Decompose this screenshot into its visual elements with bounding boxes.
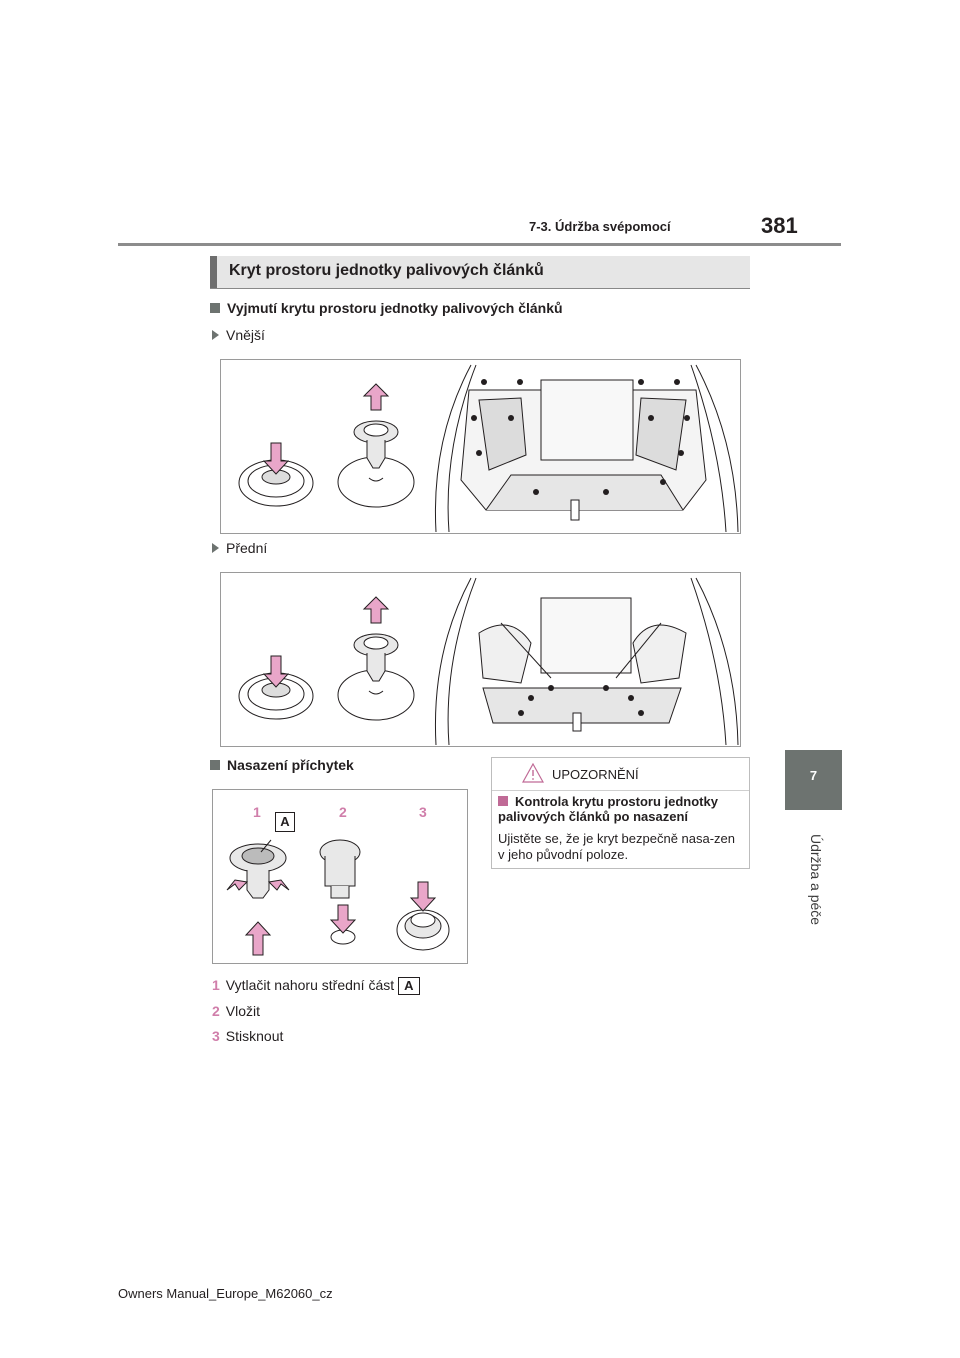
heading-underline bbox=[210, 288, 750, 289]
triangle-bullet-icon bbox=[212, 330, 219, 340]
step-1-number: 1 bbox=[212, 977, 220, 993]
footer-text: Owners Manual_Europe_M62060_cz bbox=[118, 1286, 333, 1301]
exterior-clip-figure bbox=[220, 359, 741, 534]
figure-label-1: 1 bbox=[253, 804, 261, 820]
installation-figure: 1 2 3 A bbox=[212, 789, 468, 964]
front-label: Přední bbox=[212, 540, 267, 556]
part-a-label: A bbox=[275, 812, 295, 832]
front-label-text: Přední bbox=[226, 540, 268, 556]
clip-installation-illustration bbox=[226, 839, 450, 956]
installation-title: Nasazení příchytek bbox=[210, 757, 354, 773]
chapter-label: Údržba a péče bbox=[808, 834, 824, 926]
step-2-number: 2 bbox=[212, 1003, 220, 1019]
section-heading-text: Kryt prostoru jednotky palivových článků bbox=[229, 262, 544, 279]
warning-header: UPOZORNĚNÍ bbox=[492, 758, 749, 791]
warning-subtitle-text: Kontrola krytu prostoru jednotky palivov… bbox=[498, 794, 718, 824]
square-bullet-icon bbox=[210, 303, 220, 313]
warning-title: UPOZORNĚNÍ bbox=[552, 767, 639, 782]
step-3-text: Stisknout bbox=[225, 1028, 284, 1044]
step-3: 3 Stisknout bbox=[212, 1028, 283, 1044]
page-number: 381 bbox=[761, 213, 798, 238]
step-2-text: Vložit bbox=[225, 1003, 261, 1019]
figure-label-2: 2 bbox=[339, 804, 347, 820]
exterior-label: Vnější bbox=[212, 327, 265, 343]
removal-title-text: Vyjmutí krytu prostoru jednotky palivový… bbox=[227, 300, 563, 316]
step-1-part-label: A bbox=[398, 977, 420, 995]
section-header: 7-3. Údržba svépomocí bbox=[529, 219, 671, 234]
warning-triangle-icon bbox=[522, 763, 544, 783]
warning-box: UPOZORNĚNÍ Kontrola krytu prostoru jedno… bbox=[491, 757, 750, 869]
warning-subtitle: Kontrola krytu prostoru jednotky palivov… bbox=[498, 794, 743, 824]
exterior-label-text: Vnější bbox=[226, 327, 265, 343]
front-clip-figure bbox=[220, 572, 741, 747]
header-divider bbox=[118, 243, 841, 246]
square-bullet-icon bbox=[498, 796, 508, 806]
chapter-tab: 7 bbox=[785, 750, 842, 810]
front-clip-illustration bbox=[238, 577, 739, 746]
exterior-clip-illustration bbox=[238, 364, 739, 533]
triangle-bullet-icon bbox=[212, 543, 219, 553]
chapter-number: 7 bbox=[809, 768, 818, 783]
installation-title-text: Nasazení příchytek bbox=[227, 757, 354, 773]
figure-label-3: 3 bbox=[419, 804, 427, 820]
warning-text: Ujistěte se, že je kryt bezpečně nasa-ze… bbox=[498, 831, 736, 862]
square-bullet-icon bbox=[210, 760, 220, 770]
step-3-number: 3 bbox=[212, 1028, 220, 1044]
step-2: 2 Vložit bbox=[212, 1003, 260, 1019]
step-1-text: Vytlačit nahoru střední část bbox=[225, 977, 395, 993]
section-heading: Kryt prostoru jednotky palivových článků bbox=[210, 256, 750, 288]
removal-title: Vyjmutí krytu prostoru jednotky palivový… bbox=[210, 300, 563, 316]
